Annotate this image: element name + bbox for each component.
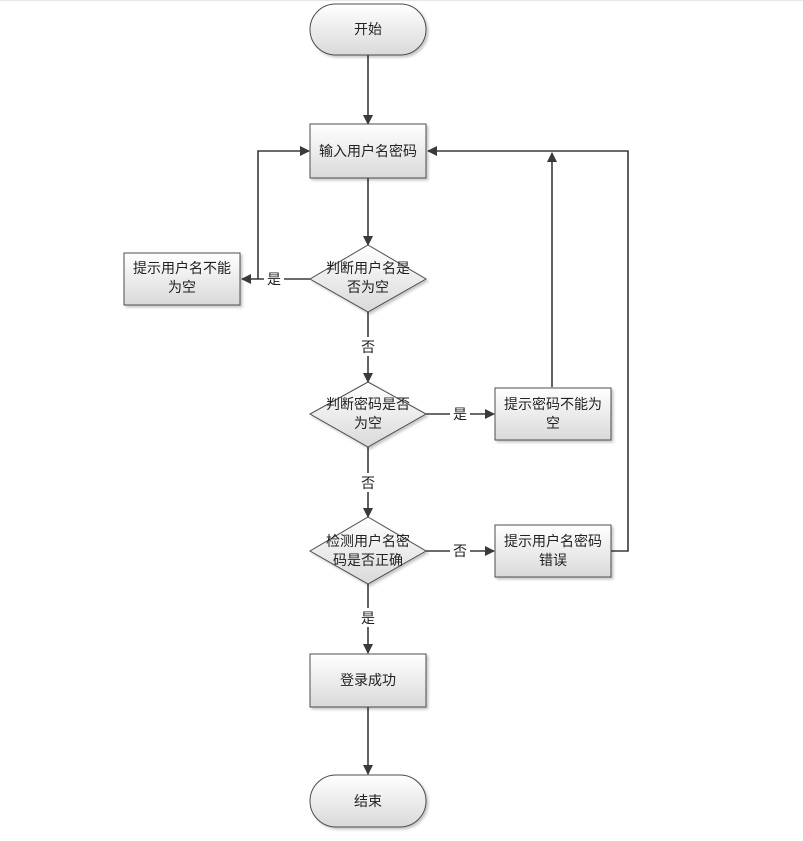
node-check-username-empty-line-2: 否为空 <box>347 280 389 296</box>
node-check-password-empty-line-2: 为空 <box>354 416 382 432</box>
node-login-success: 登录成功 <box>309 653 427 708</box>
node-prompt-username-empty-line-1: 提示用户名不能 <box>133 260 231 277</box>
node-prompt-credentials-wrong: 提示用户名密码 错误 <box>494 524 612 578</box>
edge-prompt-wrong-back-to-input <box>427 146 629 552</box>
top-border-line <box>0 0 803 1</box>
node-prompt-username-empty: 提示用户名不能 为空 <box>123 252 241 306</box>
node-prompt-credentials-wrong-line-1: 提示用户名密码 <box>504 533 602 550</box>
node-check-password-empty: 判断密码是否 为空 <box>308 381 428 448</box>
label-username-empty-yes: 是 <box>267 272 281 288</box>
node-start-label: 开始 <box>354 22 382 38</box>
label-username-empty-no: 否 <box>361 340 375 356</box>
node-input-credentials: 输入用户名密码 <box>309 123 427 179</box>
node-verify-credentials-line-1: 检测用户名密 <box>326 533 410 550</box>
label-credentials-wrong: 否 <box>453 544 467 560</box>
node-verify-credentials-line-2: 码是否正确 <box>333 553 403 569</box>
node-prompt-password-empty-line-1: 提示密码不能为 <box>504 396 602 413</box>
edges <box>241 55 629 775</box>
edge-prompt-username-back-to-input <box>257 146 310 279</box>
node-input-credentials-label: 输入用户名密码 <box>319 143 417 160</box>
label-password-empty-no: 否 <box>361 476 375 492</box>
label-credentials-correct: 是 <box>361 611 375 627</box>
node-start: 开始 <box>309 3 427 56</box>
node-end: 结束 <box>309 774 427 828</box>
node-check-password-empty-line-1: 判断密码是否 <box>326 396 410 413</box>
label-password-empty-yes: 是 <box>453 407 467 423</box>
node-prompt-username-empty-line-2: 为空 <box>168 280 196 296</box>
node-end-label: 结束 <box>354 794 382 810</box>
node-login-success-label: 登录成功 <box>340 673 396 689</box>
node-check-username-empty-line-1: 判断用户名是 <box>326 260 410 277</box>
node-prompt-password-empty: 提示密码不能为 空 <box>494 387 612 441</box>
node-prompt-credentials-wrong-line-2: 错误 <box>539 553 567 569</box>
node-prompt-password-empty-line-2: 空 <box>546 416 560 432</box>
nodes: 开始 输入用户名密码 判断用户名是 否为空 提示用户名不能 为空 判断密码是否 … <box>123 3 612 828</box>
edge-labels: 是 否 是 否 否 是 <box>264 269 470 627</box>
node-verify-credentials: 检测用户名密 码是否正确 <box>309 516 427 585</box>
node-check-username-empty: 判断用户名是 否为空 <box>309 244 427 313</box>
